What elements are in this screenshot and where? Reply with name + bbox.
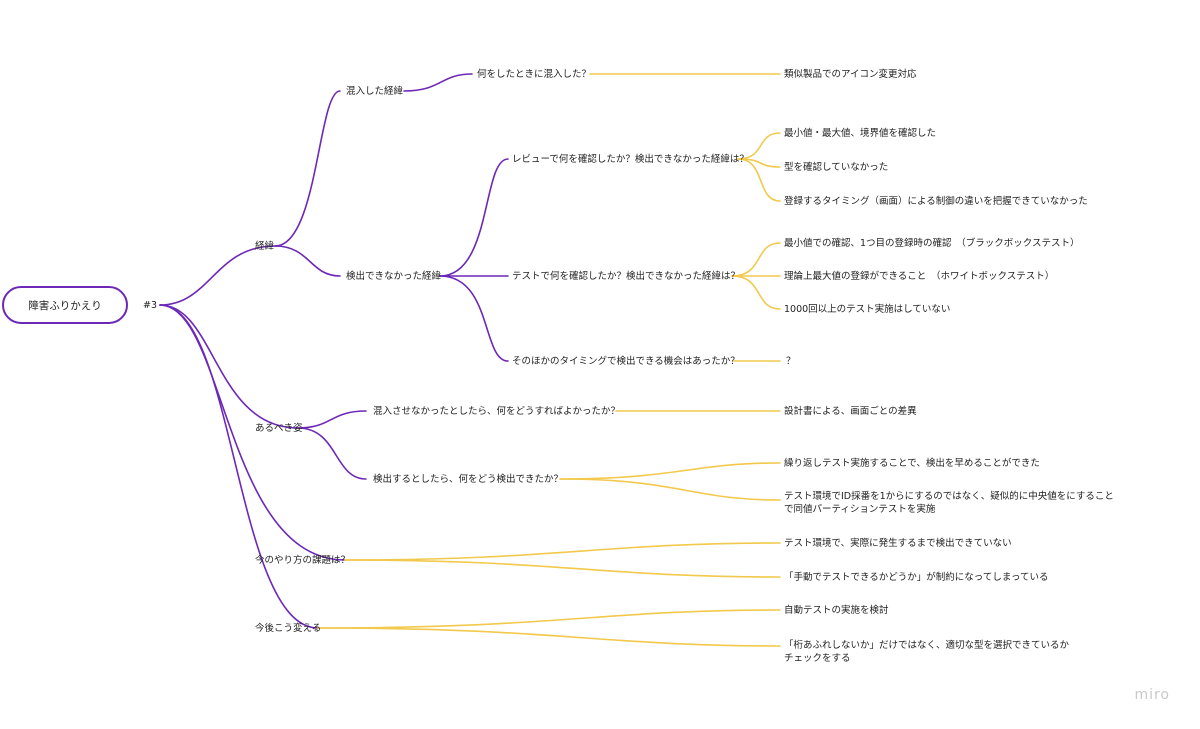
edge-review-a1 (737, 132, 781, 160)
node-other-question[interactable]: そのほかのタイミングで検出できる機会はあったか？ (512, 356, 740, 367)
edge-kenshutsu-other (439, 275, 509, 362)
node-kongo-answer-2[interactable]: 「桁あふれしないか」だけではなく、適切な型を選択できているかチェックをする (784, 640, 1070, 664)
node-kadai-answer-2[interactable]: 「手動でテストできるかどうか」が制約になってしまっている (784, 572, 1049, 583)
node-kongo-answer-1[interactable]: 自動テストの実施を検討 (784, 605, 889, 616)
edge-kadai-a2 (344, 559, 781, 578)
node-konnyu-question[interactable]: 何をしたときに混入した？ (477, 69, 592, 80)
node-review-answer-1[interactable]: 最小値・最大値、境界値を確認した (784, 128, 937, 139)
edge-test-a1 (731, 242, 781, 277)
root-node[interactable]: 障害ふりかえり (2, 286, 128, 324)
node-konnyu-answer[interactable]: 類似製品でのアイコン変更対応 (784, 69, 917, 80)
edge-kongo-a1 (317, 609, 781, 629)
node-kongo[interactable]: 今後こう変える (255, 623, 322, 634)
node-review-answer-3[interactable]: 登録するタイミング（画面）による制御の違いを把握できていなかった (784, 196, 1088, 207)
edge-keii-kenshutsu (274, 245, 341, 277)
node-kenshutsu[interactable]: 検出できなかった経緯 (346, 271, 442, 282)
node-arubeki-q1-answer[interactable]: 設計書による、画面ごとの差異 (784, 406, 917, 417)
edge-kenshutsu-review (439, 158, 509, 277)
node-arubeki-q2[interactable]: 検出するとしたら、何をどう検出できたか？ (373, 474, 564, 485)
edge-root-keii (159, 245, 276, 306)
node-review-answer-2[interactable]: 型を確認していなかった (784, 162, 889, 173)
node-arubeki-q2-answer-2[interactable]: テスト環境でID採番を1からにするのではなく、疑似的に中央値をにすることで同値パ… (784, 491, 1114, 515)
node-test-answer-2[interactable]: 理論上最大値の登録ができること （ホワイトボックステスト） (784, 271, 1055, 282)
edge-keii-konnyu (274, 90, 341, 247)
edge-kadai-a1 (344, 542, 781, 561)
edge-kongo-a2 (317, 627, 781, 647)
edge-q2-a2 (559, 478, 781, 501)
edge-root-kongo (159, 304, 319, 629)
edge-test-a3 (731, 275, 781, 310)
node-test-answer-1[interactable]: 最小値での確認、1つ目の登録時の確認 （ブラックボックステスト） (784, 238, 1080, 249)
node-kadai-answer-1[interactable]: テスト環境で、実際に発生するまで検出できていない (784, 538, 1012, 549)
edge-root-arubeki (159, 304, 299, 429)
node-keii[interactable]: 経緯 (255, 241, 275, 252)
id-label: #3 (143, 300, 158, 311)
node-konnyu[interactable]: 混入した経緯 (346, 86, 404, 97)
edge-arubeki-q1 (297, 410, 367, 429)
node-arubeki-q2-answer-1[interactable]: 繰り返しテスト実施することで、検出を早めることができた (784, 458, 1040, 469)
node-review-question[interactable]: レビューで何を確認したか？検出できなかった経緯は？ (512, 154, 749, 165)
node-arubeki-q1[interactable]: 混入させなかったとしたら、何をどうすればよかったか？ (373, 406, 621, 417)
edge-konnyu-q (403, 73, 473, 92)
node-test-question[interactable]: テストで何を確認したか？検出できなかった経緯は？ (512, 271, 741, 282)
edge-arubeki-q2 (297, 427, 367, 480)
node-kadai[interactable]: 今のやり方の課題は？ (255, 555, 351, 566)
miro-logo: miro (1134, 687, 1170, 703)
node-arubeki[interactable]: あるべき姿 (255, 423, 303, 434)
node-test-answer-3[interactable]: 1000回以上のテスト実施はしていない (784, 304, 951, 315)
edge-q2-a1 (559, 462, 781, 480)
edge-review-a3 (737, 158, 781, 202)
node-other-answer[interactable]: ？ (786, 356, 796, 367)
